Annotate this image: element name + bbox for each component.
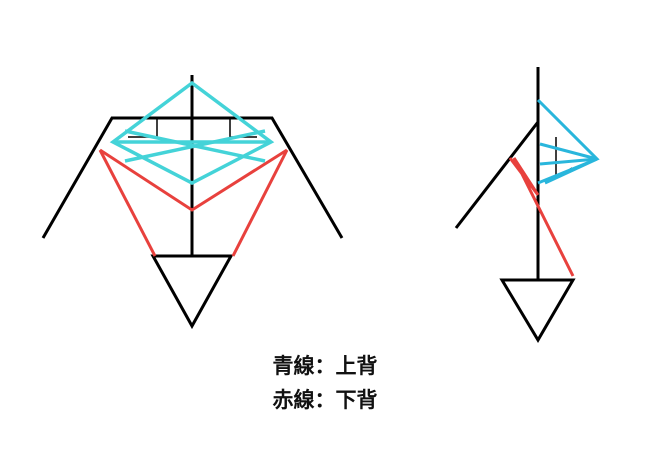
side-upper-back-line-a [539, 142, 598, 161]
side-upper-back-line-b [539, 157, 598, 166]
legend-red-line: 赤線：下背 [272, 388, 378, 412]
side-view-figure [454, 67, 600, 343]
side-pelvis-triangle [499, 278, 576, 343]
front-upper-back-diamond [109, 80, 275, 185]
front-shoulder-arms [41, 116, 344, 239]
front-upper-back-cross-b [124, 129, 266, 163]
front-skeleton [41, 75, 344, 330]
side-lower-back-lines [508, 157, 575, 277]
front-lower-back-v [99, 148, 288, 212]
front-upper-back-lines [109, 80, 275, 185]
front-lower-back-right-diagonal [231, 149, 289, 257]
front-pelvis-triangle [150, 254, 234, 330]
legend-blue-line: 青線：上背 [272, 354, 378, 378]
side-upper-back-triangle [536, 98, 600, 185]
front-lower-back-left-diagonal [98, 149, 157, 257]
side-upper-back-line-c [544, 157, 598, 185]
side-skeleton [454, 67, 576, 343]
front-view-figure [41, 75, 344, 330]
side-upper-back-lines [536, 98, 600, 185]
side-arm-line [454, 121, 540, 229]
side-lower-back-line [508, 157, 575, 277]
front-lower-back-lines [98, 148, 289, 257]
